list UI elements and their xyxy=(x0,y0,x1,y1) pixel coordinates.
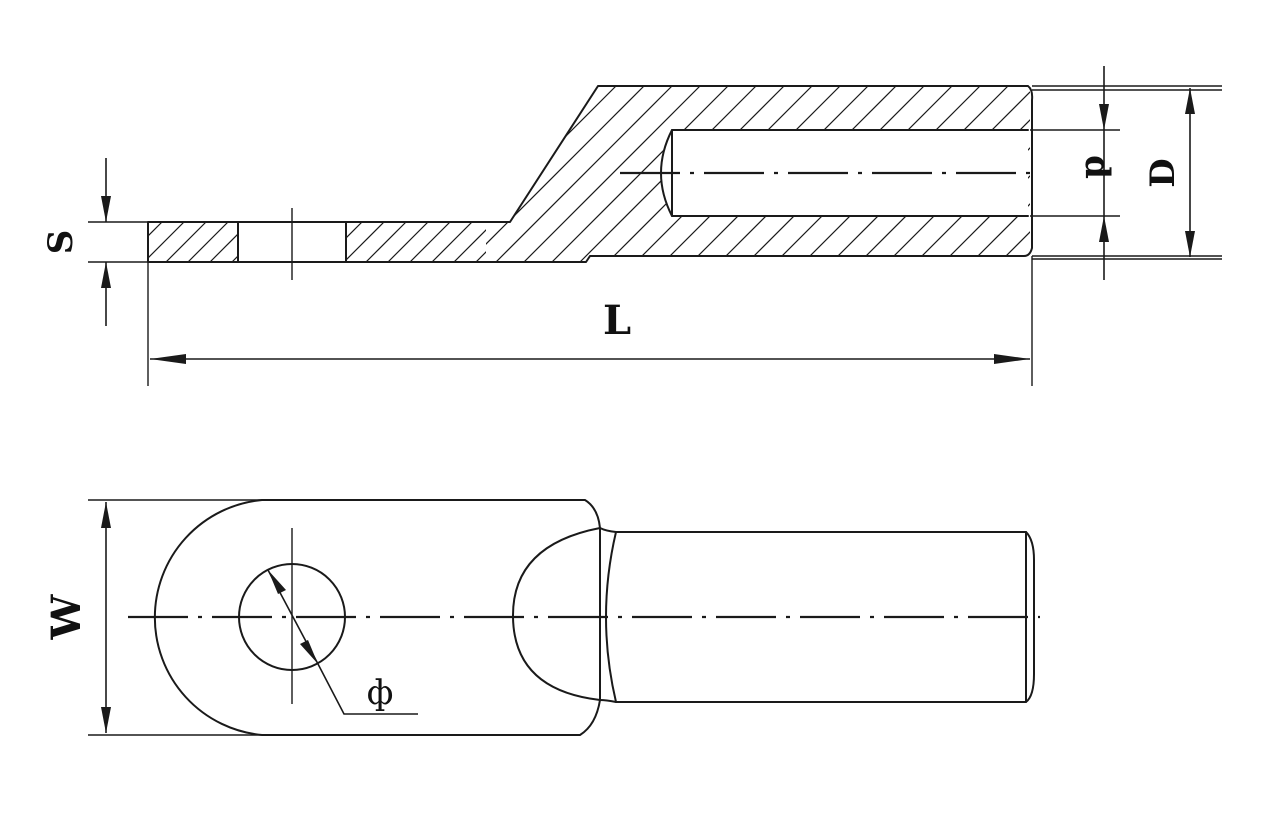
section-outline xyxy=(147,85,1034,263)
hatch-line xyxy=(486,86,505,262)
arrow-phi-upper xyxy=(268,570,286,594)
arrow-w-bottom xyxy=(101,707,111,733)
hatch-line xyxy=(486,86,617,262)
arrow-s-bottom xyxy=(101,262,111,288)
plan-view: ф W xyxy=(43,499,1040,736)
arrow-l-right xyxy=(994,354,1030,364)
label-d: d xyxy=(1077,155,1117,179)
hatch-line xyxy=(523,86,701,262)
hatch-line xyxy=(486,86,533,262)
neck-arc xyxy=(511,527,601,701)
hatch-line xyxy=(209,233,238,262)
label-s: S xyxy=(41,230,81,255)
hatch-line xyxy=(409,222,451,262)
hatch-line xyxy=(365,222,407,262)
arrow-l-left xyxy=(150,354,186,364)
arrow-d-top xyxy=(1099,104,1109,130)
label-big-d: D xyxy=(1143,158,1183,187)
hatch-line xyxy=(486,86,645,262)
hatch-palm-right xyxy=(300,222,538,262)
hatch-line xyxy=(346,222,385,261)
hatch-palm-left xyxy=(100,222,294,262)
barrel-outline xyxy=(599,527,1035,703)
arrow-big-d-bottom xyxy=(1185,231,1195,257)
hatch-line xyxy=(187,222,229,262)
hatch-line xyxy=(431,222,473,262)
hatch-line xyxy=(346,222,363,239)
hatch-line xyxy=(486,86,561,262)
hatch-line xyxy=(100,222,140,262)
hatch-line xyxy=(254,222,294,262)
hatch-line xyxy=(453,229,486,262)
hatch-line xyxy=(300,222,340,262)
section-view: L S d D xyxy=(41,66,1222,386)
hatch-line xyxy=(387,222,429,262)
hatch-line xyxy=(943,86,1030,262)
label-phi: ф xyxy=(367,673,394,713)
hatch-line xyxy=(486,86,589,262)
hatch-line xyxy=(498,222,538,262)
arrow-big-d-top xyxy=(1185,88,1195,114)
arrow-w-top xyxy=(101,502,111,528)
hatch-line xyxy=(971,86,1030,262)
hatch-line xyxy=(495,86,673,262)
arrow-d-bottom xyxy=(1099,216,1109,242)
hatch-line xyxy=(148,222,185,259)
hatch-line xyxy=(148,222,163,237)
hatch-line xyxy=(475,251,486,262)
label-w: W xyxy=(43,593,90,640)
phi-leader-line xyxy=(317,663,418,715)
arrow-phi-lower xyxy=(300,640,318,664)
label-l: L xyxy=(603,297,631,344)
hatch-line xyxy=(165,222,207,262)
hatch-line xyxy=(999,86,1030,262)
arrow-s-top xyxy=(101,196,111,222)
hatch-line xyxy=(300,86,476,262)
